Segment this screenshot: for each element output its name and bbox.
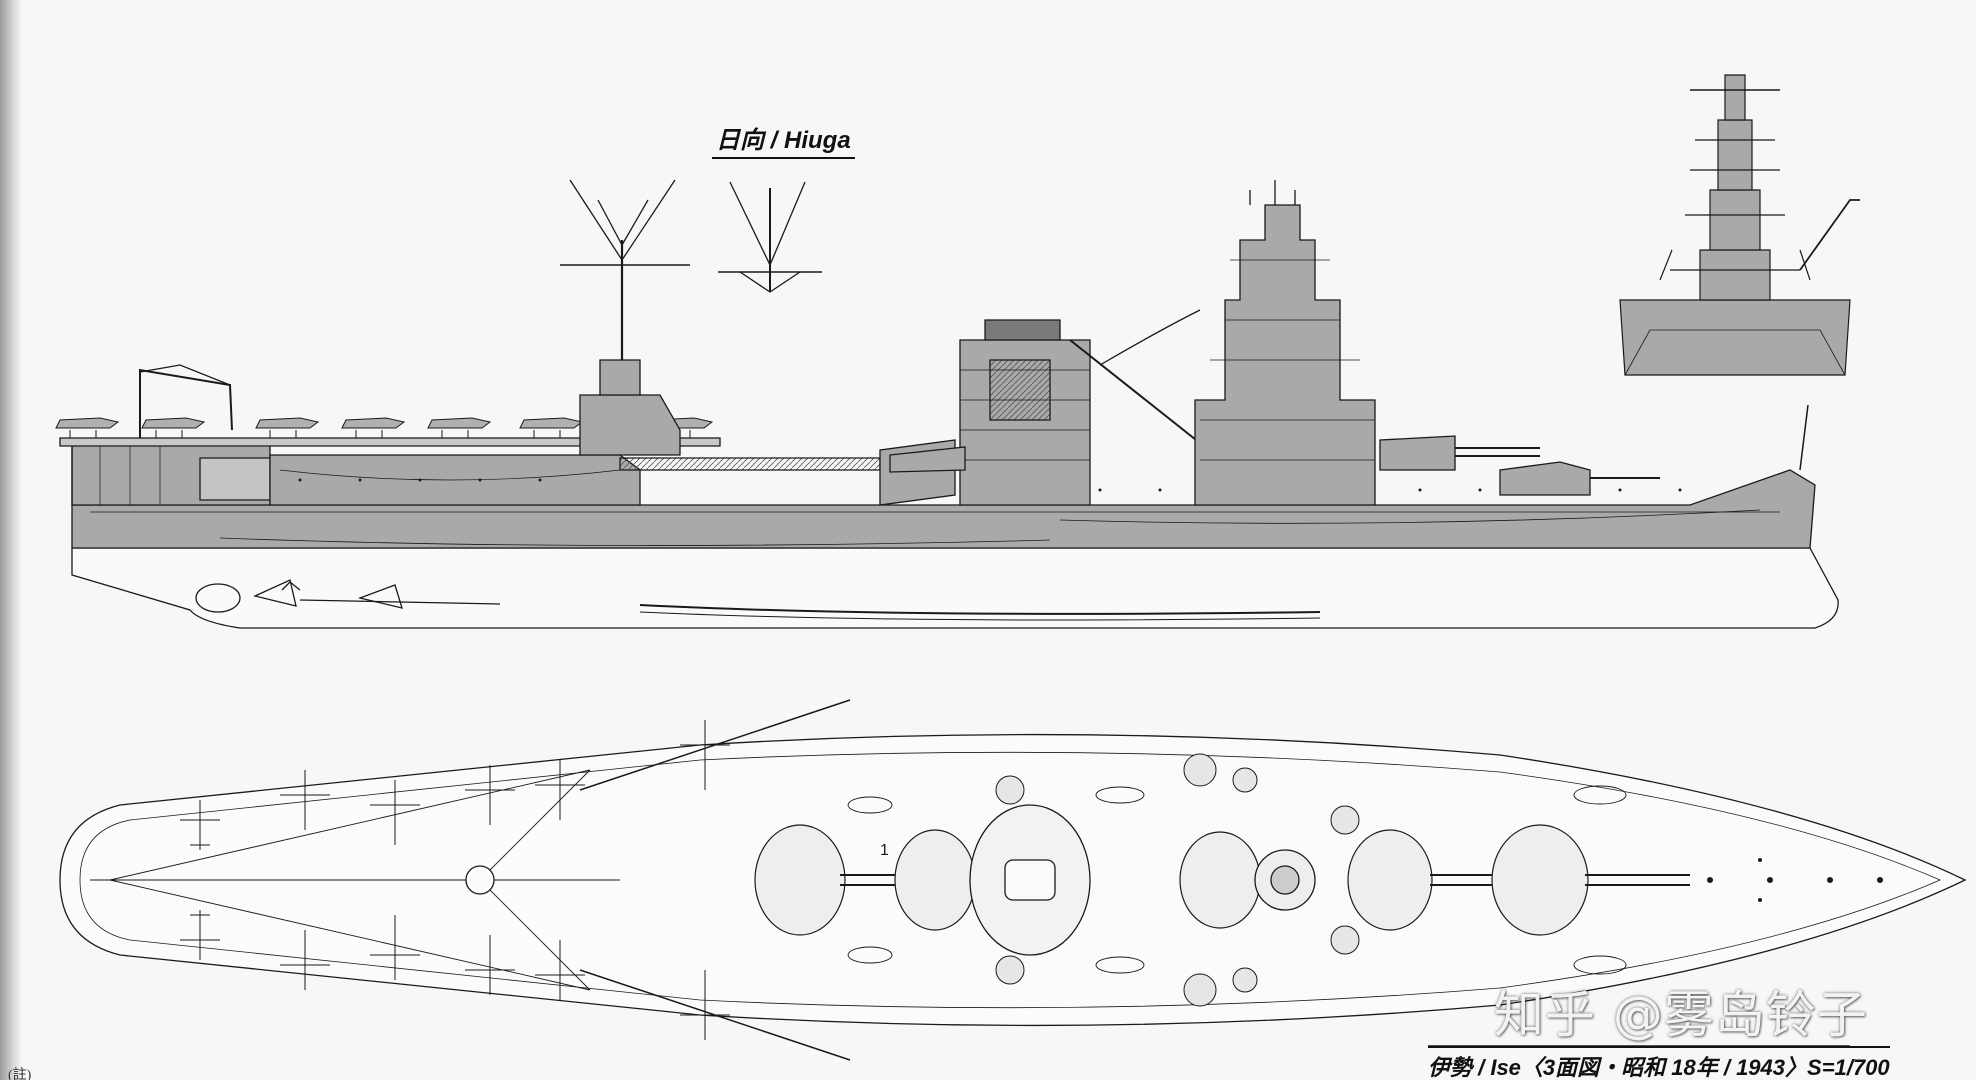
side-profile (55, 179, 1839, 629)
side-turrets (889, 435, 1660, 496)
page-footnote: (註) (8, 1068, 32, 1080)
top-view-title: 伊勢 / Ise〈3面図・昭和 18年 / 1943〉S=1/700 (1428, 1046, 1890, 1080)
boats (847, 785, 1627, 975)
side-view-title: 日向 / Hiuga (712, 120, 855, 159)
topview-aircraft (180, 720, 730, 1040)
deck-aircraft (55, 417, 714, 438)
portholes (298, 478, 1682, 492)
topview-turrets (754, 824, 1690, 936)
bow-fittings (1707, 858, 1883, 902)
aa-mounts (995, 753, 1360, 1007)
top-view: 1 (59, 699, 1967, 1061)
zhihu-watermark: 知乎 @雾岛铃子 (1494, 986, 1868, 1044)
propellers (195, 579, 501, 613)
bow-view (1619, 74, 1860, 376)
svg-text:1: 1 (880, 842, 889, 859)
book-binding-shadow (0, 0, 22, 1080)
